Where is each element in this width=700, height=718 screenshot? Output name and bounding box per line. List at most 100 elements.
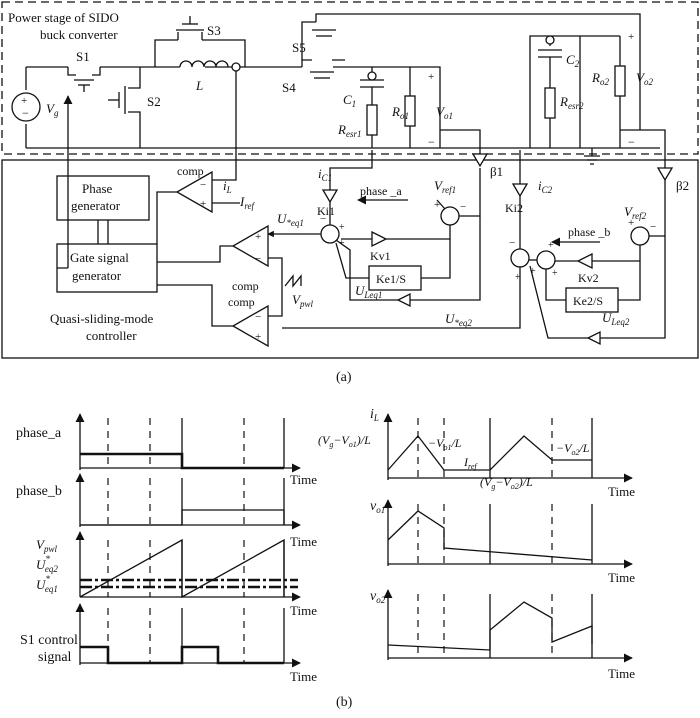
svg-text:Resr2: Resr2 [559, 94, 584, 111]
vo2-label: vo2 [370, 589, 386, 605]
switch-s3: S3 [154, 16, 246, 67]
uleq2-triangle-icon [586, 330, 601, 346]
svg-text:Time: Time [290, 534, 317, 549]
output-2-network: C2 Resr2 Ro2 + Vo2 − [529, 31, 653, 165]
svg-text:C2: C2 [566, 52, 580, 69]
svg-text:Time: Time [290, 472, 317, 487]
svg-text:comp: comp [228, 295, 255, 309]
svg-text:U*eq2: U*eq2 [445, 311, 472, 328]
svg-text:Phase: Phase [82, 181, 113, 196]
comparator-2-icon [231, 224, 269, 268]
svg-text:Ki2: Ki2 [505, 201, 523, 215]
kv2-gain-icon [576, 252, 593, 270]
svg-text:Ke1/S: Ke1/S [376, 272, 406, 286]
controller-frame [1, 159, 699, 359]
inductor-l: L [179, 60, 229, 93]
power-stage-title: Power stage of SIDO [8, 10, 119, 25]
vpwl-sawtooth [79, 538, 285, 599]
ke1-integrator-block [368, 265, 422, 291]
svg-text:−: − [22, 106, 29, 120]
svg-text:Vo1: Vo1 [436, 104, 453, 121]
phase-b-label: phase_b [16, 484, 62, 499]
vpwl-label: Vpwl [36, 537, 57, 554]
svg-text:−: − [255, 311, 261, 323]
svg-text:Iref: Iref [239, 194, 256, 211]
svg-text:generator: generator [72, 268, 122, 283]
svg-text:S5: S5 [292, 40, 306, 55]
svg-text:Vref1: Vref1 [434, 178, 456, 195]
svg-text:phase _b: phase _b [568, 225, 610, 239]
part-b-waveforms: phase_a phase_b Vpwl U*eq2 U*eq1 S1 cont… [16, 407, 635, 710]
svg-text:+: + [255, 231, 261, 243]
s1-control-waveform [80, 645, 284, 665]
summer-2b-icon [536, 250, 556, 270]
il-label: iL [370, 407, 379, 423]
svg-text:C1: C1 [343, 92, 356, 109]
svg-text:+: + [552, 268, 558, 279]
caption-a: (a) [336, 370, 352, 385]
phase-b-waveform [80, 509, 285, 526]
svg-text:generator: generator [71, 198, 121, 213]
s1-control-label: S1 control [20, 633, 78, 648]
vo2-waveform [387, 601, 593, 651]
svg-text:comp: comp [177, 164, 204, 178]
svg-text:ULeq2: ULeq2 [602, 310, 630, 327]
switch-s5: S5 [292, 13, 641, 130]
svg-text:+: + [515, 272, 521, 283]
summer-2-icon [510, 248, 530, 268]
svg-text:+: + [21, 95, 27, 107]
uleq1-triangle-icon [396, 292, 411, 308]
svg-text:Kv1: Kv1 [370, 249, 391, 263]
svg-text:Ki1: Ki1 [317, 204, 335, 218]
svg-text:+: + [548, 240, 554, 251]
controller-title: Quasi-sliding-mode [50, 311, 153, 326]
ki1-gain-icon [321, 189, 339, 204]
svg-text:S3: S3 [207, 23, 221, 38]
svg-text:+: + [434, 199, 440, 211]
comparator-1-icon [175, 170, 213, 214]
ki2-gain-icon [511, 183, 529, 198]
beta2-gain-icon [656, 167, 674, 182]
svg-text:Ro1: Ro1 [391, 104, 409, 121]
ueq2-label: U*eq2 [36, 554, 58, 574]
phase-generator-block [56, 175, 150, 221]
il-waveform [387, 434, 592, 471]
iref-label-b: Iref [463, 455, 478, 471]
svg-text:+: + [255, 331, 261, 343]
svg-text:S1: S1 [76, 49, 90, 64]
vg-label: Vg [46, 101, 59, 118]
phase-a-waveform [80, 452, 284, 470]
summer-1b-icon [440, 206, 460, 226]
svg-text:Ro2: Ro2 [591, 70, 609, 87]
svg-text:β1: β1 [490, 164, 503, 179]
svg-text:+: + [339, 222, 345, 233]
slope-vg-vo1: (Vg−Vo1)/L [318, 433, 371, 449]
controller-title-2: controller [86, 328, 137, 343]
svg-text:+: + [200, 198, 206, 210]
power-stage-frame [1, 1, 699, 155]
svg-text:S4: S4 [282, 80, 296, 95]
svg-text:−: − [320, 213, 326, 225]
vo1-waveform [387, 510, 593, 561]
svg-text:−: − [650, 221, 656, 233]
svg-text:−: − [255, 253, 261, 265]
svg-text:iC1: iC1 [318, 166, 332, 183]
power-stage-title-2: buck converter [40, 27, 118, 42]
svg-text:Gate signal: Gate signal [70, 250, 129, 265]
svg-text:β2: β2 [676, 178, 689, 193]
switch-s4: S4 [282, 59, 345, 95]
svg-text:U*eq1: U*eq1 [277, 211, 304, 228]
svg-text:iL: iL [223, 178, 232, 195]
caption-b: (b) [336, 695, 353, 710]
svg-text:Kv2: Kv2 [578, 271, 599, 285]
svg-text:S2: S2 [147, 94, 161, 109]
svg-text:Time: Time [608, 484, 635, 499]
svg-text:Vpwl: Vpwl [292, 292, 313, 309]
slope-vo2: −Vo2/L [556, 441, 590, 457]
svg-text:+: + [628, 31, 634, 43]
svg-text:iC2: iC2 [538, 178, 553, 195]
svg-text:Resr1: Resr1 [337, 122, 361, 139]
switch-s1: S1 [67, 49, 101, 92]
ueq1-label: U*eq1 [36, 574, 58, 594]
